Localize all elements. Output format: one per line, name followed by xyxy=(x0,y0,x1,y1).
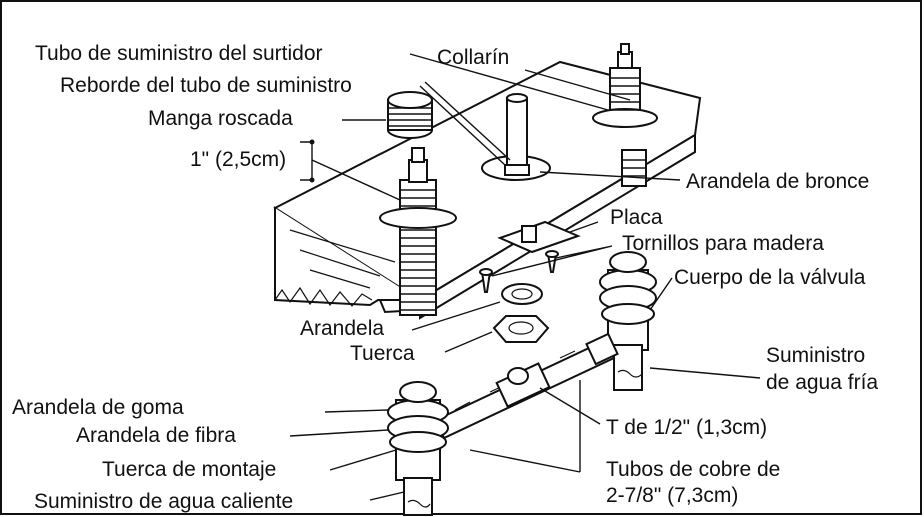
leader-lines xyxy=(289,53,761,501)
label-washer: Arandela xyxy=(300,317,384,340)
label-tee: T de 1/2" (1,3cm) xyxy=(606,416,767,439)
washer-part xyxy=(501,283,543,305)
cold-valve-body xyxy=(599,251,657,391)
threaded-sleeve xyxy=(387,91,433,139)
mounting-plate xyxy=(497,220,581,254)
label-copper-tubes-2: 2-7/8" (7,3cm) xyxy=(606,484,738,507)
label-fiber-washer: Arandela de fibra xyxy=(76,424,236,447)
hot-valve-body xyxy=(387,381,449,516)
label-cold-supply-2: de agua fría xyxy=(766,371,878,394)
label-nut: Tuerca xyxy=(350,342,415,365)
diagram-labels: Tubo de suministro del surtidor Collarín… xyxy=(12,42,878,513)
label-copper-tubes-1: Tubos de cobre de xyxy=(606,458,780,481)
spout-supply-tube xyxy=(481,93,551,181)
label-hot-supply: Suministro de agua caliente xyxy=(34,490,293,513)
label-plate: Placa xyxy=(610,206,663,229)
label-wood-screws: Tornillos para madera xyxy=(622,232,824,255)
label-supply-tube: Tubo de suministro del surtidor xyxy=(35,42,323,65)
label-brass-washer: Arandela de bronce xyxy=(686,170,869,193)
copper-tube-assembly xyxy=(434,332,619,440)
label-cold-supply-1: Suministro xyxy=(766,344,865,367)
label-valve-body: Cuerpo de la válvula xyxy=(674,266,866,289)
label-rubber-washer: Arandela de goma xyxy=(12,396,184,419)
label-collar: Collarín xyxy=(437,46,509,69)
label-dimension: 1" (2,5cm) xyxy=(190,148,286,171)
left-valve-stem xyxy=(379,147,457,316)
right-back-valve-stem xyxy=(592,43,658,187)
label-threaded-sleeve: Manga roscada xyxy=(148,107,293,130)
wood-screws xyxy=(479,250,559,293)
label-tube-rim: Reborde del tubo de suministro xyxy=(60,74,352,97)
label-mounting-nut: Tuerca de montaje xyxy=(102,458,276,481)
nut-part xyxy=(492,315,550,343)
